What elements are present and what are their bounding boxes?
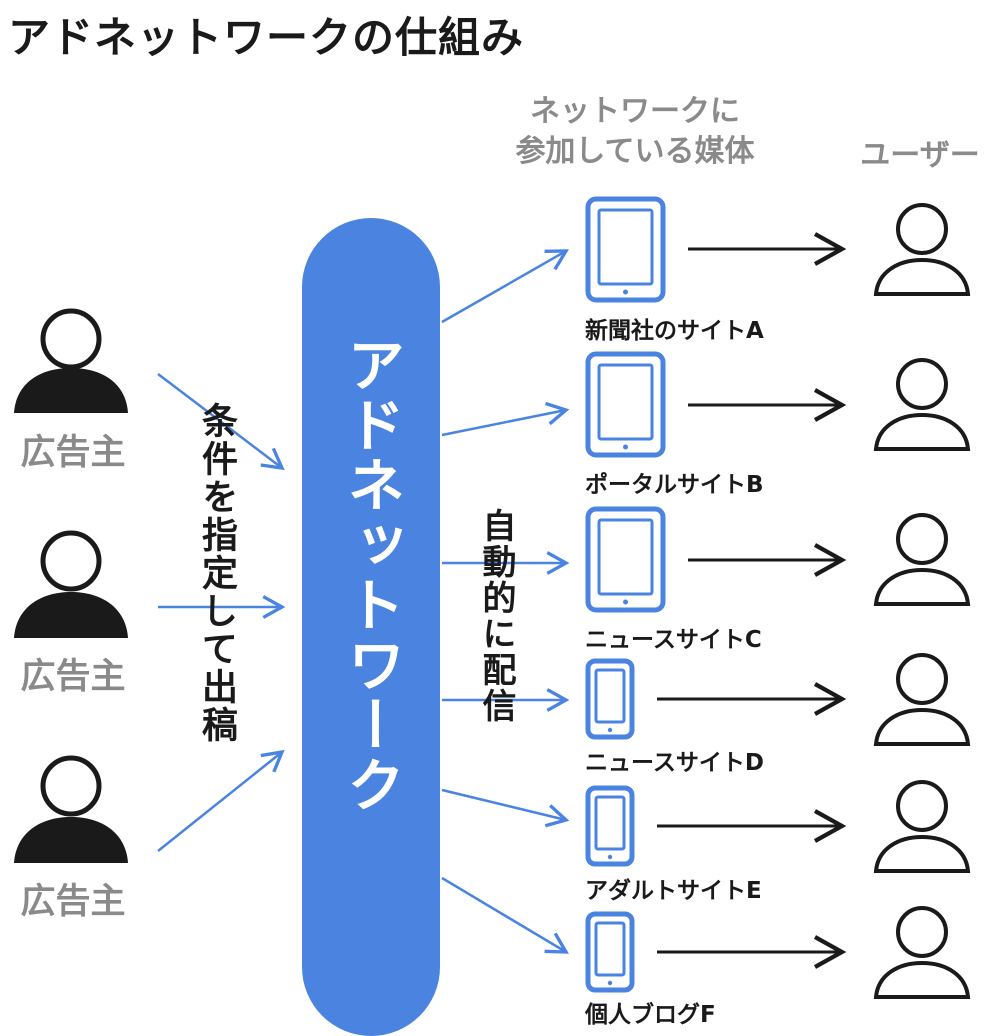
ad-network-pill — [302, 218, 440, 1036]
site-label: アダルトサイトE — [585, 878, 762, 904]
user-icon — [873, 906, 971, 999]
user-icon — [873, 780, 971, 873]
site-label: ニュースサイトD — [585, 750, 764, 776]
advertiser-icon-3 — [14, 755, 128, 863]
media-column-header: ネットワークに 参加している媒体 — [515, 94, 755, 169]
advertiser-label: 広告主 — [20, 882, 126, 922]
page-title: アドネットワークの仕組み — [8, 13, 525, 62]
advertiser-label: 広告主 — [20, 657, 126, 697]
advertiser-icon-2 — [14, 530, 128, 638]
phone-icon — [585, 658, 635, 740]
delivery-arrows — [441, 249, 570, 954]
delivery-caption: 自動的に配信 — [476, 508, 516, 724]
site-label: 新聞社のサイトA — [585, 318, 764, 344]
user-icon — [873, 653, 971, 746]
tablet-icon — [585, 196, 666, 303]
site-label: ポータルサイトB — [585, 472, 764, 498]
advertiser-label: 広告主 — [20, 433, 126, 473]
tablet-icon — [585, 351, 666, 458]
user-icon — [873, 203, 971, 296]
ad-network-label: アドネットワーク — [337, 335, 405, 815]
users-column-header: ユーザー — [860, 138, 980, 173]
advertiser-arrows — [157, 373, 286, 852]
ad-network-label-wrap: アドネットワーク — [302, 335, 440, 815]
site-label: 個人ブログF — [585, 1002, 716, 1028]
condition-caption: 条件を指定して出稿 — [196, 402, 237, 744]
user-icon — [873, 358, 971, 451]
advertiser-icon-1 — [14, 308, 128, 413]
phone-icon — [585, 911, 635, 993]
user-icon — [873, 513, 971, 606]
site-label: ニュースサイトC — [585, 627, 762, 653]
media-to-user-arrows — [657, 232, 847, 969]
phone-icon — [585, 785, 635, 867]
tablet-icon — [585, 506, 666, 613]
